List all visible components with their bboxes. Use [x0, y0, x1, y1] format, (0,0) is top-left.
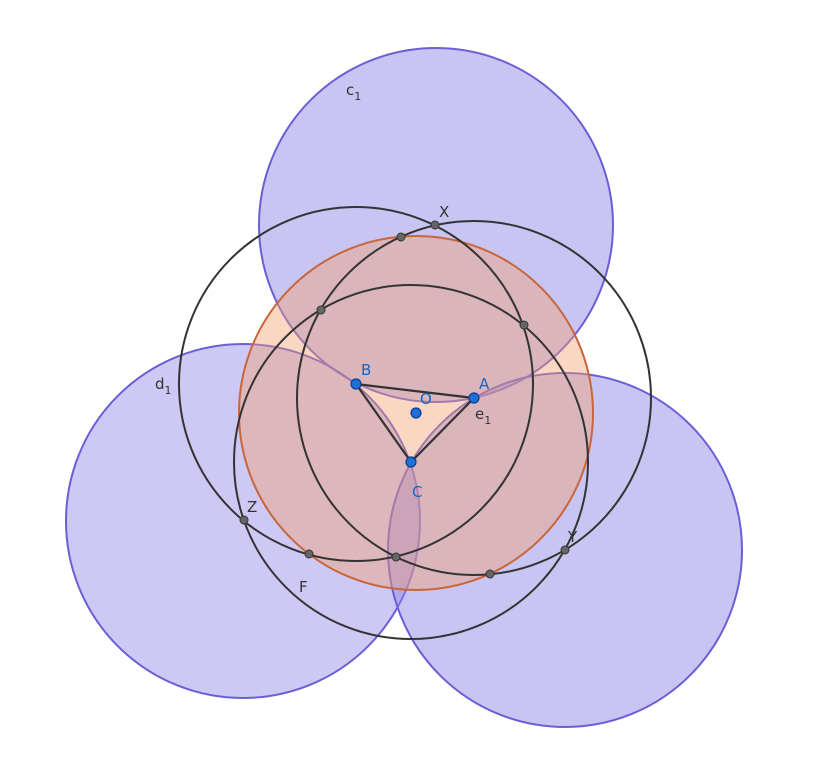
- point-bottom-mid[interactable]: [391, 552, 401, 562]
- point-f[interactable]: [304, 549, 314, 559]
- label-e1: e1: [475, 405, 491, 427]
- point-a[interactable]: [468, 392, 480, 404]
- label-a: A: [479, 375, 490, 393]
- point-o[interactable]: [410, 407, 422, 419]
- point-upper-left[interactable]: [316, 305, 326, 315]
- point-c[interactable]: [405, 456, 417, 468]
- point-x[interactable]: [430, 220, 440, 230]
- label-c1: c1: [346, 81, 361, 103]
- point-top-left[interactable]: [396, 232, 406, 242]
- point-b[interactable]: [350, 378, 362, 390]
- point-z[interactable]: [239, 515, 249, 525]
- label-x: X: [439, 203, 449, 221]
- label-y: Y: [567, 528, 578, 546]
- point-upper-right[interactable]: [519, 320, 529, 330]
- point-bottom-right[interactable]: [485, 569, 495, 579]
- label-b: B: [361, 361, 371, 379]
- black-circle-c[interactable]: [233, 284, 589, 640]
- label-f: F: [299, 578, 308, 596]
- label-z: Z: [247, 498, 257, 516]
- point-y[interactable]: [560, 545, 570, 555]
- black-circle-b[interactable]: [178, 206, 534, 562]
- label-c: C: [412, 483, 422, 501]
- label-d1: d1: [155, 375, 172, 397]
- label-o: O: [420, 390, 432, 408]
- triangle-abc[interactable]: [353, 382, 477, 464]
- black-circle-a[interactable]: [296, 220, 652, 576]
